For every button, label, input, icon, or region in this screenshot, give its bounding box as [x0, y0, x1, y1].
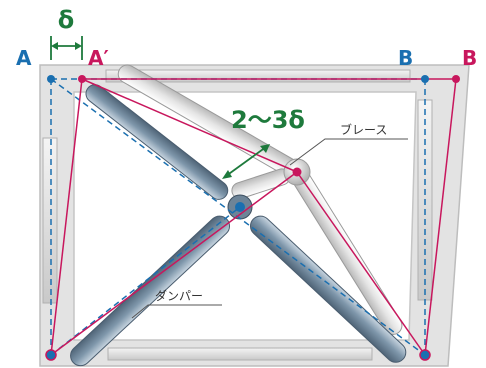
damper-lower-right — [249, 215, 407, 363]
damper-lower-left — [70, 215, 231, 367]
damper-leader — [131, 304, 222, 319]
damper-label: ダンパー — [155, 288, 203, 303]
label-B: B — [398, 46, 413, 70]
node-B-prime — [452, 75, 460, 83]
delta-dimension — [50, 36, 83, 60]
node-bottom-right — [419, 349, 431, 361]
label-A: A — [16, 46, 32, 70]
brace-leader — [289, 138, 408, 166]
node-B — [421, 75, 429, 83]
node-A — [47, 75, 55, 83]
brace-label: ブレース — [340, 122, 387, 137]
left-column-plate — [42, 137, 58, 304]
bottom-beam — [107, 347, 373, 361]
damper-upper-left — [85, 84, 229, 200]
deformed-frame-lines — [50, 78, 457, 356]
displacement-arrow — [222, 144, 270, 179]
node-bottom-left — [45, 349, 57, 361]
delta-label: δ — [58, 6, 75, 34]
damper-members — [70, 84, 407, 367]
label-B-prime: B — [462, 46, 477, 70]
node-brace-center — [292, 167, 302, 177]
node-damper-center — [235, 202, 245, 212]
displacement-label: 2〜3δ — [231, 106, 305, 134]
frame-nodes — [45, 75, 460, 361]
label-A-prime: A′ — [88, 46, 109, 70]
node-A-prime — [78, 75, 86, 83]
